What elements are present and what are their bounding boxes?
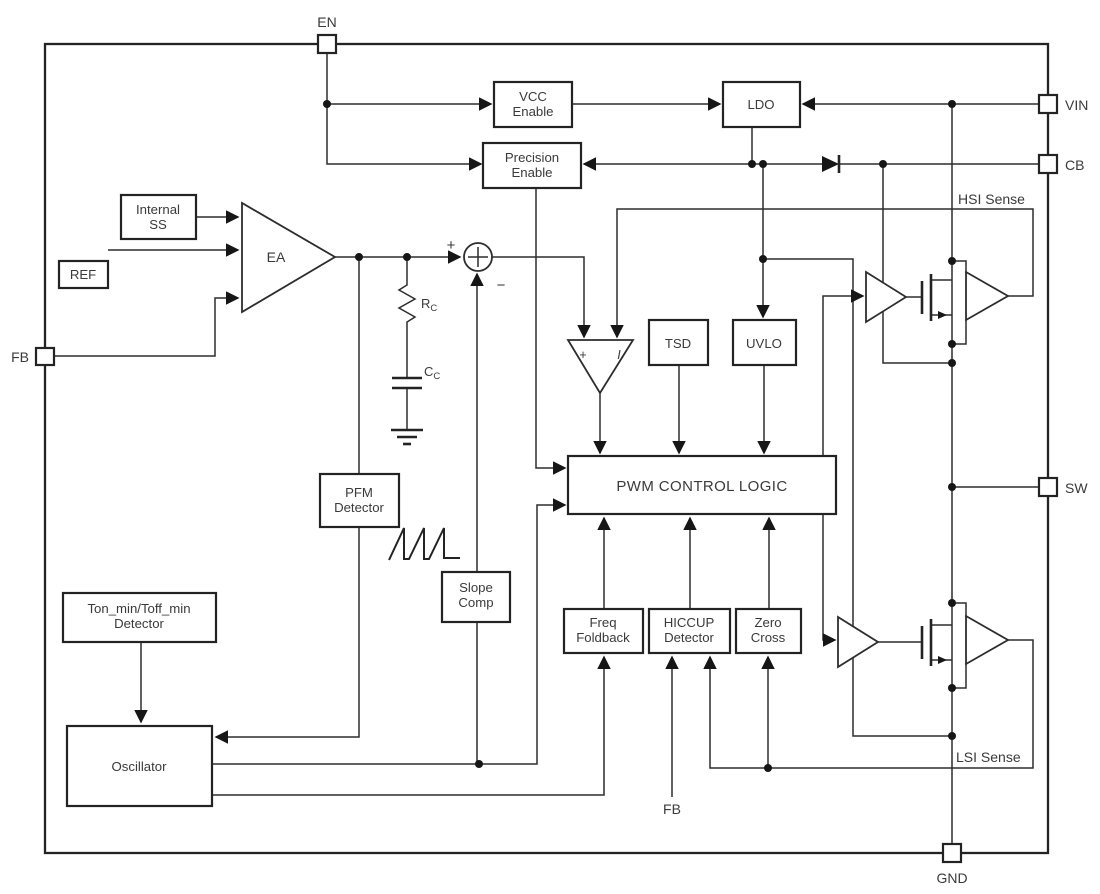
svg-text:Oscillator: Oscillator [112, 759, 168, 774]
svg-text:Precision: Precision [505, 150, 559, 165]
svg-text:Internal: Internal [136, 202, 180, 217]
block-hiccup-detector: HICCUP Detector [647, 607, 732, 655]
svg-text:Ton_min/Toff_min: Ton_min/Toff_min [87, 601, 190, 616]
sum-plus-label: + [447, 237, 456, 254]
svg-text:HICCUP: HICCUP [664, 615, 715, 630]
svg-text:Detector: Detector [664, 630, 714, 645]
block-oscillator: Oscillator [65, 724, 214, 808]
low-side-current-sense-amp [965, 614, 1010, 666]
pin-cb: CB [1037, 153, 1084, 175]
summing-junction: + − [447, 237, 506, 294]
pin-fb-label: FB [11, 349, 29, 365]
ls-mosfet-arrow-icon [938, 656, 947, 664]
high-side-current-sense-amp [965, 270, 1010, 322]
ea-label: EA [267, 249, 286, 265]
high-side-mosfet [920, 274, 933, 321]
pin-gnd: GND [936, 842, 968, 886]
lsi-sense-label: LSI Sense [956, 749, 1021, 765]
svg-text:PWM CONTROL LOGIC: PWM CONTROL LOGIC [616, 478, 787, 495]
cc-label: CC [424, 364, 440, 382]
pin-vin: VIN [1037, 93, 1088, 115]
svg-text:Zero: Zero [754, 615, 781, 630]
block-pwm-control-logic: PWM CONTROL LOGIC [566, 454, 838, 516]
comparator-plus-label: + [579, 348, 586, 362]
rc-label: RC [421, 296, 437, 314]
wires [54, 52, 1039, 844]
pin-sw-label: SW [1065, 480, 1088, 496]
pin-fb: FB [11, 346, 56, 367]
block-precision-enable: Precision Enable [481, 141, 583, 190]
block-internal-ss: Internal SS [119, 193, 198, 241]
error-amplifier: EA [241, 201, 337, 314]
svg-text:REF: REF [70, 267, 96, 282]
pin-sw: SW [1037, 476, 1088, 498]
block-slope-comp: Slope Comp [440, 570, 512, 624]
block-zero-cross: Zero Cross [734, 607, 803, 655]
junction-dots [323, 100, 956, 772]
block-vcc-enable: VCC Enable [492, 80, 574, 129]
block-ref: REF [57, 259, 110, 290]
svg-text:Enable: Enable [511, 165, 552, 180]
sawtooth-ramp-icon [388, 527, 460, 561]
svg-text:Foldback: Foldback [576, 630, 630, 645]
chip-boundary [43, 42, 1050, 855]
low-side-mosfet [920, 619, 933, 666]
hs-mosfet-arrow-icon [938, 311, 947, 319]
block-freq-foldback: Freq Foldback [562, 607, 645, 655]
svg-text:Comp: Comp [458, 595, 493, 610]
svg-text:VCC: VCC [519, 89, 547, 104]
block-ldo: LDO [721, 80, 802, 129]
pwm-comparator: + I [566, 339, 635, 395]
svg-text:UVLO: UVLO [746, 336, 782, 351]
svg-text:Cross: Cross [751, 630, 786, 645]
fb-inner-label: FB [663, 801, 681, 817]
svg-text:SS: SS [149, 217, 167, 232]
block-pfm-detector: PFM Detector [318, 472, 401, 529]
svg-text:Detector: Detector [114, 616, 164, 631]
comparator-current-label: I [617, 348, 621, 362]
svg-text:TSD: TSD [665, 336, 691, 351]
svg-text:Slope: Slope [459, 580, 493, 595]
low-side-gate-driver [837, 615, 880, 669]
high-side-gate-driver [865, 270, 908, 324]
diode-icon [822, 155, 841, 173]
pin-en-label: EN [317, 14, 336, 30]
block-uvlo: UVLO [731, 318, 798, 367]
svg-text:Detector: Detector [334, 500, 384, 515]
pin-cb-label: CB [1065, 157, 1084, 173]
svg-text:Freq: Freq [589, 615, 616, 630]
compensation-network [391, 376, 423, 446]
svg-text:LDO: LDO [747, 97, 774, 112]
hsi-sense-label: HSI Sense [958, 191, 1025, 207]
pin-en: EN [316, 14, 338, 55]
block-tsd: TSD [647, 318, 710, 367]
block-ton-toff-detector: Ton_min/Toff_min Detector [61, 591, 218, 644]
pin-gnd-label: GND [936, 870, 967, 886]
svg-text:PFM: PFM [345, 485, 373, 500]
pin-vin-label: VIN [1065, 97, 1088, 113]
sum-minus-label: − [497, 277, 506, 294]
svg-text:Enable: Enable [512, 104, 553, 119]
